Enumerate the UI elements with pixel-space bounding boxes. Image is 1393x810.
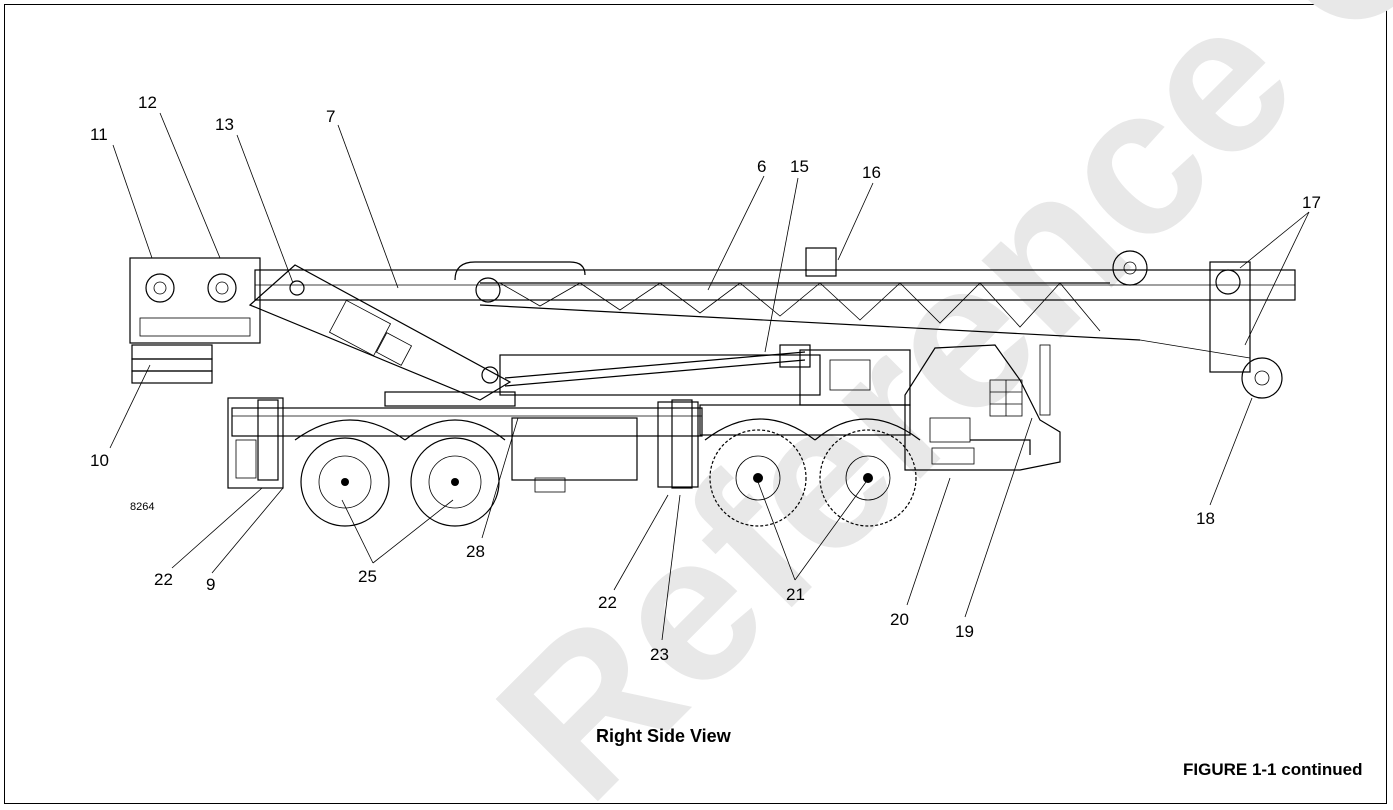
callout-7: 7 (326, 107, 335, 126)
callout-15: 15 (790, 157, 809, 176)
front-wheels (709, 429, 917, 527)
callout-28: 28 (466, 542, 485, 561)
main-boom-base (248, 264, 512, 401)
callout-17: 17 (1302, 193, 1321, 212)
light-bar (805, 247, 837, 277)
callout-labels: 11 12 13 7 6 15 16 17 10 18 22 9 25 28 2… (90, 93, 1321, 664)
callout-10: 10 (90, 451, 109, 470)
hoist-winches (129, 257, 261, 344)
rear-wheels (300, 437, 500, 527)
boom-extension-lattice (475, 277, 1141, 341)
callout-13: 13 (215, 115, 234, 134)
callout-16: 16 (862, 163, 881, 182)
lift-cylinder (504, 344, 811, 387)
callout-6: 6 (757, 157, 766, 176)
carrier-cab (904, 344, 1061, 471)
callout-11: 11 (90, 125, 108, 144)
boom-nose (1112, 250, 1283, 399)
callout-22-rear: 22 (154, 570, 173, 589)
callout-25: 25 (358, 567, 377, 586)
svg-text:Reference Only: Reference Only (454, 0, 1393, 810)
callout-23: 23 (650, 645, 669, 664)
callout-22-front: 22 (598, 593, 617, 612)
callout-18: 18 (1196, 509, 1215, 528)
callout-9: 9 (206, 575, 215, 594)
figure-caption: FIGURE 1-1 continued (1183, 760, 1363, 779)
figure-frame (4, 4, 1387, 804)
counterweight (131, 344, 213, 384)
view-title: Right Side View (596, 726, 731, 746)
callout-19: 19 (955, 622, 974, 641)
callout-20: 20 (890, 610, 909, 629)
leader-lines (109, 112, 1310, 641)
watermark: Reference Only (454, 0, 1393, 810)
drawing-number: 8264 (130, 501, 154, 513)
callout-12: 12 (138, 93, 157, 112)
callout-21: 21 (786, 585, 805, 604)
superstructure (384, 349, 911, 407)
